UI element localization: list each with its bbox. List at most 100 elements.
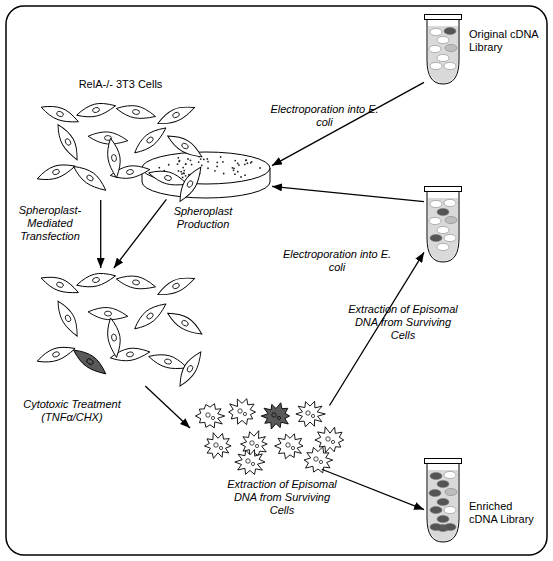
process-arrow — [322, 469, 424, 509]
bacterial-colony — [246, 162, 248, 164]
cell-nucleus — [86, 358, 94, 366]
process-arrow — [330, 252, 425, 405]
fibroblast-cell — [155, 101, 196, 129]
tube-outline — [427, 464, 459, 543]
dying-cells — [190, 398, 345, 473]
cell-body — [105, 137, 124, 178]
fibroblast-cell — [165, 131, 206, 161]
cell-nucleus — [126, 351, 134, 357]
bacterial-colony — [240, 176, 242, 178]
bacterial-colony — [203, 158, 205, 160]
dying-cell — [304, 447, 333, 473]
bacterial-colony — [233, 169, 235, 171]
cell-body — [147, 351, 189, 373]
tube-label: Enriched cDNA Library — [469, 500, 543, 526]
cell-nucleus — [56, 281, 64, 288]
apoptotic-body — [214, 443, 218, 447]
edge-label: Cytotoxic Treatment (TNFα/CHX) — [22, 398, 122, 424]
dying-cell — [275, 434, 303, 459]
fibroblast-cell — [131, 299, 169, 334]
bacterial-colony — [244, 174, 246, 176]
cdna-clone — [445, 216, 457, 223]
test-tube-shape — [424, 186, 462, 264]
cell-nucleus — [172, 282, 180, 289]
cdna-clone — [444, 471, 456, 478]
bacterial-colony — [216, 166, 218, 168]
cdna-clone — [437, 54, 449, 61]
cell-nucleus — [164, 358, 172, 364]
cell-body — [131, 123, 169, 158]
tube-label: Original cDNA Library — [469, 28, 543, 54]
cell-nucleus — [52, 169, 60, 176]
bacterial-colony — [183, 170, 185, 172]
fibroblast-cell — [53, 122, 83, 163]
cell-body — [70, 345, 110, 378]
apoptotic-body — [286, 443, 290, 447]
apoptotic-body — [219, 446, 222, 449]
fibroblast-cell — [70, 345, 110, 378]
cell-nucleus — [181, 319, 189, 327]
bacterial-colony — [245, 159, 247, 161]
tube-outline — [427, 192, 459, 263]
bacterial-colony — [237, 162, 239, 164]
apoptotic-body — [272, 413, 276, 417]
bacterial-colony — [183, 173, 185, 175]
cell-body — [39, 272, 81, 297]
process-arrow — [272, 82, 424, 165]
fibroblast-cell — [35, 342, 77, 367]
cell-body — [75, 269, 117, 291]
cell-nucleus — [132, 279, 140, 285]
bacterial-colony — [222, 161, 224, 163]
process-arrow — [114, 199, 166, 268]
fibroblast-cell — [39, 272, 81, 297]
cdna-clone — [437, 208, 449, 215]
cdna-clone — [429, 217, 441, 224]
cell-nucleus — [92, 277, 100, 283]
bacterial-colony — [185, 163, 187, 165]
bacterial-colony — [201, 164, 203, 166]
cell-body — [165, 308, 206, 338]
cell-nucleus — [146, 312, 154, 320]
fibroblast-cell — [165, 308, 206, 338]
cdna-clone — [437, 243, 449, 250]
cell-body — [105, 317, 124, 358]
bacterial-colony — [234, 173, 236, 175]
fibroblast-cell — [175, 164, 205, 205]
tube-outline — [427, 20, 459, 85]
bacterial-colony — [182, 167, 184, 169]
dying-cell — [235, 450, 265, 475]
bacterial-colony — [181, 173, 183, 175]
transfected-cells-shape — [38, 268, 203, 386]
edge-label: Extraction of Episomal DNA from Survivin… — [226, 478, 338, 517]
apoptotic-body — [314, 457, 318, 461]
bacterial-colony — [259, 167, 261, 169]
bacterial-colony — [245, 159, 247, 161]
cdna-clone — [444, 199, 456, 206]
apoptotic-body — [306, 411, 310, 415]
apoptotic-body — [243, 412, 246, 415]
cell-nucleus — [64, 138, 72, 146]
bacterial-colony — [207, 167, 209, 169]
cell-body — [175, 164, 205, 205]
bacterial-colony — [168, 164, 170, 166]
process-arrow — [145, 386, 190, 428]
test-tube: Enriched cDNA Library — [424, 458, 462, 544]
tube-liquid — [428, 470, 458, 541]
edge-label: Spheroplast Production — [168, 205, 238, 231]
cdna-clone — [430, 472, 442, 479]
cdna-clone — [429, 45, 441, 52]
cell-nucleus — [126, 169, 134, 175]
bacterial-colony — [200, 158, 202, 160]
frame-border — [6, 6, 547, 555]
cell-nucleus — [64, 314, 72, 322]
cell-nucleus — [186, 365, 194, 373]
dying-cells-shape — [190, 398, 345, 473]
culture-heading: RelA-/- 3T3 Cells — [38, 78, 203, 91]
cdna-clone — [430, 62, 442, 69]
fibroblast-cell — [175, 348, 205, 389]
bacterial-colony — [238, 164, 240, 166]
fibroblast-cell — [131, 123, 169, 158]
cell-body — [35, 342, 77, 367]
cell-nucleus — [172, 111, 180, 118]
